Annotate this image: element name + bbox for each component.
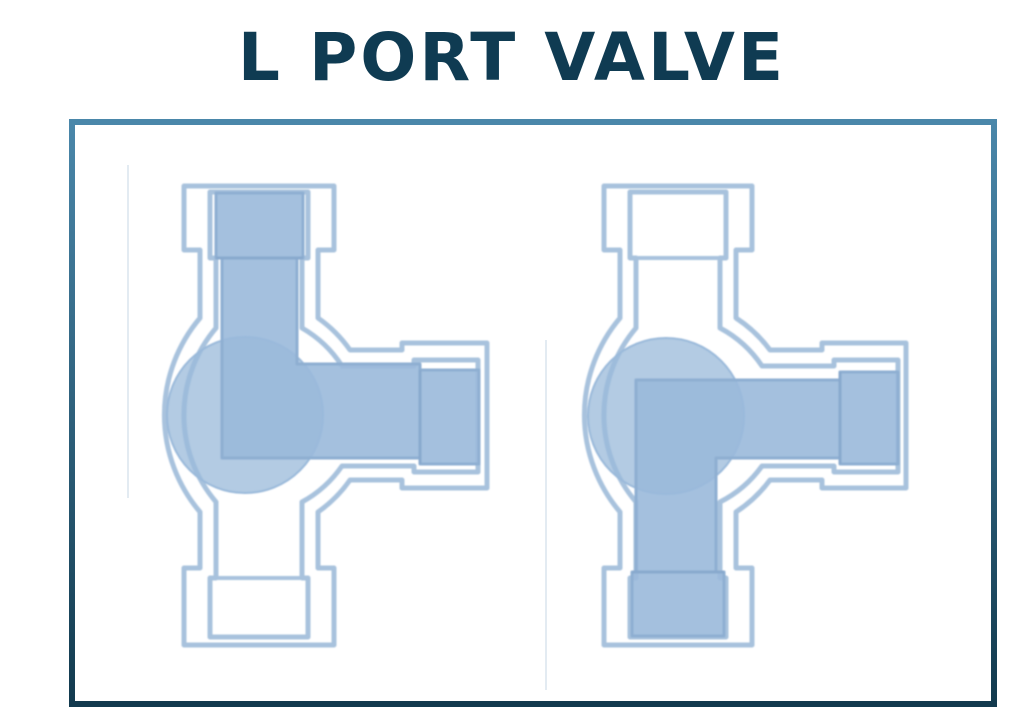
valve-right-flow-path [630,370,900,638]
valve-left [161,183,490,648]
valve-right-body-outer [581,183,909,648]
valve-left-body-outer [161,183,490,648]
page-title: L PORT VALVE [237,19,787,96]
valve-right [581,183,909,648]
